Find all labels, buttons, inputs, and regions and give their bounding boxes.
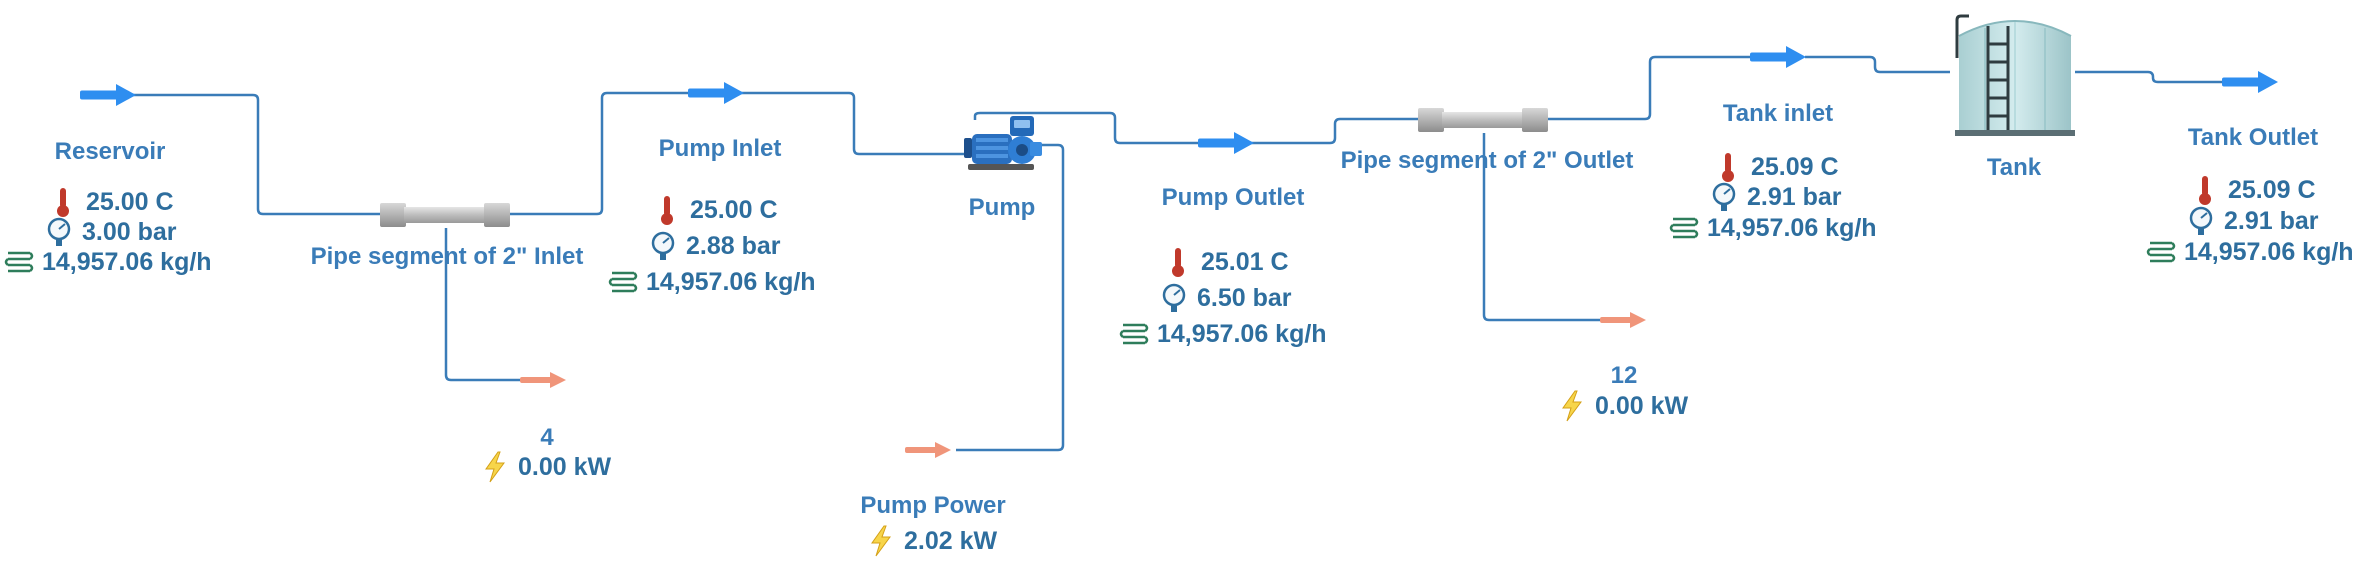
pump-outlet-pressure: 6.50 bar [1197, 284, 1292, 312]
line-pump-power [956, 143, 1065, 452]
line-pipe-inlet-to-pump-inlet [510, 91, 690, 216]
pump-inlet-pressure: 2.88 bar [686, 232, 781, 260]
line-tank-inlet-to-tank [1805, 55, 1950, 74]
pipe-outlet-label: Pipe segment of 2" Outlet [1340, 147, 1634, 174]
reservoir-pressure: 3.00 bar [82, 218, 177, 246]
pump-icon[interactable] [964, 116, 1042, 170]
stream-arrow-pump-outlet[interactable] [1198, 132, 1254, 154]
energy-label-12: 12 [1610, 362, 1638, 389]
pump-outlet-mass-flow-row: 14,957.06 kg/h [1119, 318, 1327, 350]
pump-power-row: 2.02 kW [866, 525, 997, 557]
stream-label-reservoir: Reservoir [54, 138, 166, 165]
pump-outlet-temperature: 25.01 C [1201, 248, 1289, 276]
line-pipe-outlet-energy-12 [1482, 133, 1600, 322]
reservoir-temperature: 25.00 C [86, 188, 174, 216]
tank-inlet-mass-flow-row: 14,957.06 kg/h [1669, 212, 1877, 244]
line-pipe-inlet-energy-4 [444, 228, 520, 382]
stream-label-tank-inlet: Tank inlet [1722, 100, 1834, 127]
thermometer-icon [652, 194, 682, 226]
stream-arrow-tank-outlet[interactable] [2222, 71, 2278, 93]
thermometer-icon [2190, 174, 2220, 206]
energy-12-power: 0.00 kW [1595, 392, 1689, 420]
line-pump-outlet-to-pipe-outlet [1250, 117, 1420, 145]
pump-inlet-temperature-row: 25.00 C [652, 194, 778, 226]
stream-arrow-reservoir[interactable] [80, 84, 136, 106]
energy-arrow-4[interactable] [520, 372, 566, 388]
tank-inlet-temperature-row: 25.09 C [1713, 151, 1839, 183]
tank-outlet-mass-flow-row: 14,957.06 kg/h [2146, 236, 2354, 268]
pipe-inlet-label: Pipe segment of 2" Inlet [310, 243, 584, 270]
energy-4-power-row: 0.00 kW [480, 451, 611, 483]
tank-outlet-mass-flow: 14,957.06 kg/h [2184, 238, 2354, 266]
pump-label: Pump [968, 194, 1036, 221]
tank-inlet-pressure: 2.91 bar [1747, 183, 1842, 211]
energy-12-power-row: 0.00 kW [1557, 390, 1688, 422]
energy-arrow-12[interactable] [1600, 312, 1646, 328]
stream-label-tank-outlet: Tank Outlet [2187, 124, 2319, 151]
lightning-bolt-icon [866, 525, 896, 557]
line-pump-inlet-to-pump [740, 91, 970, 156]
pressure-gauge-icon [1159, 282, 1189, 314]
tank-label: Tank [1986, 154, 2042, 181]
tank-icon[interactable] [1955, 14, 2075, 136]
stream-arrow-pump-inlet[interactable] [688, 82, 744, 104]
pressure-gauge-icon [2186, 205, 2216, 237]
mass-flow-icon [608, 266, 638, 298]
tank-inlet-mass-flow: 14,957.06 kg/h [1707, 214, 1877, 242]
mass-flow-icon [4, 246, 34, 278]
line-tank-to-tank-outlet [2075, 70, 2222, 84]
pressure-gauge-icon [648, 230, 678, 262]
reservoir-pressure-row: 3.00 bar [44, 216, 177, 248]
tank-outlet-temperature: 25.09 C [2228, 176, 2316, 204]
energy-4-power: 0.00 kW [518, 453, 612, 481]
stream-label-pump-inlet: Pump Inlet [658, 135, 782, 162]
tank-outlet-pressure: 2.91 bar [2224, 207, 2319, 235]
line-reservoir-to-pipe-inlet [130, 93, 380, 216]
tank-outlet-pressure-row: 2.91 bar [2186, 205, 2319, 237]
pump-outlet-temperature-row: 25.01 C [1163, 246, 1289, 278]
energy-arrows [520, 312, 1646, 458]
stream-label-pump-outlet: Pump Outlet [1161, 184, 1305, 211]
mass-flow-icon [1119, 318, 1149, 350]
thermometer-icon [48, 186, 78, 218]
connection-lines [130, 55, 2222, 452]
tank-outlet-temperature-row: 25.09 C [2190, 174, 2316, 206]
energy-arrow-pump-power[interactable] [905, 442, 951, 458]
tank-inlet-temperature: 25.09 C [1751, 153, 1839, 181]
pump-inlet-pressure-row: 2.88 bar [648, 230, 781, 262]
reservoir-temperature-row: 25.00 C [48, 186, 174, 218]
pump-outlet-mass-flow: 14,957.06 kg/h [1157, 320, 1327, 348]
energy-label-pump-power: Pump Power [860, 492, 1006, 519]
pump-outlet-pressure-row: 6.50 bar [1159, 282, 1292, 314]
lightning-bolt-icon [480, 451, 510, 483]
tank-inlet-pressure-row: 2.91 bar [1709, 181, 1842, 213]
pressure-gauge-icon [44, 216, 74, 248]
thermometer-icon [1163, 246, 1193, 278]
thermometer-icon [1713, 151, 1743, 183]
pump-power-value: 2.02 kW [904, 527, 998, 555]
reservoir-mass-flow-row: 14,957.06 kg/h [4, 246, 212, 278]
energy-label-4: 4 [540, 424, 554, 451]
lightning-bolt-icon [1557, 390, 1587, 422]
pressure-gauge-icon [1709, 181, 1739, 213]
mass-flow-icon [2146, 236, 2176, 268]
pump-inlet-mass-flow: 14,957.06 kg/h [646, 268, 816, 296]
pump-inlet-temperature: 25.00 C [690, 196, 778, 224]
mass-flow-icon [1669, 212, 1699, 244]
stream-arrow-tank-inlet[interactable] [1750, 46, 1806, 68]
line-pipe-outlet-to-tank-inlet [1548, 55, 1750, 121]
reservoir-mass-flow: 14,957.06 kg/h [42, 248, 212, 276]
pipe-segment-outlet-icon[interactable] [1418, 108, 1548, 132]
line-pump-to-pump-outlet [973, 111, 1200, 145]
pump-inlet-mass-flow-row: 14,957.06 kg/h [608, 266, 816, 298]
stream-arrows [80, 46, 2278, 154]
pipe-segment-inlet-icon[interactable] [380, 203, 510, 227]
